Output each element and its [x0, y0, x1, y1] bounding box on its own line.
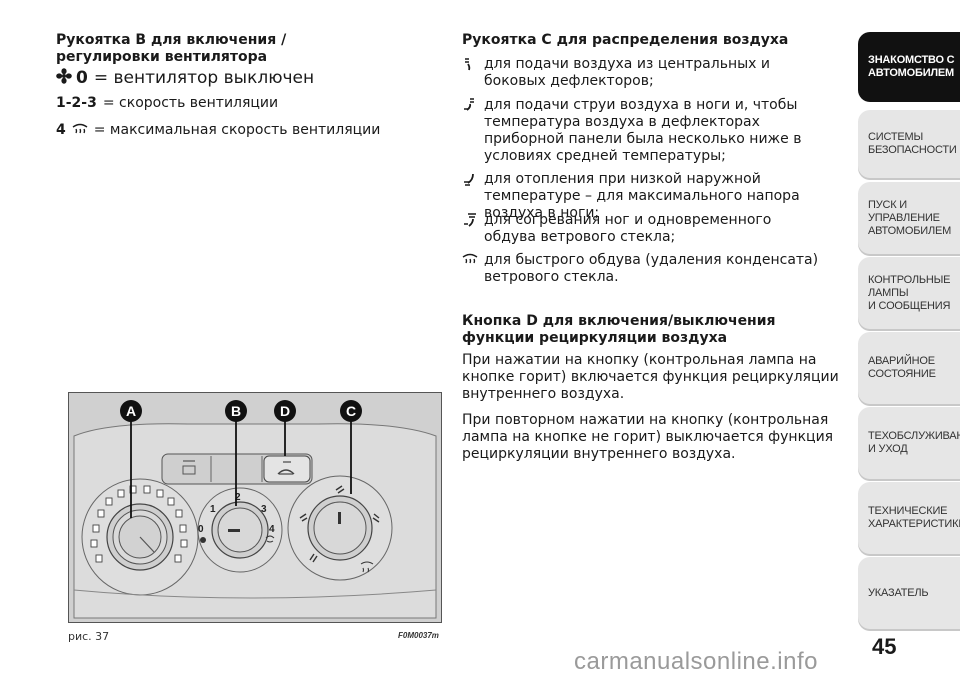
tab-introduction[interactable]: ЗНАКОМСТВО С АВТОМОБИЛЕМ [858, 32, 960, 102]
fan-speeds-text: = скорость вентиляции [102, 95, 279, 111]
list-item-text: для подачи воздуха из центральных и боко… [484, 56, 770, 89]
airflow-feet-icon [462, 171, 484, 191]
fan-off-line: 0 = вентилятор выключен [56, 68, 314, 88]
distribution-knob-heading: Рукоятка C для распределения воздуха [462, 32, 789, 48]
figure-caption: рис. 37 [68, 630, 110, 643]
fan-speeds-line: 1-2-3 = скорость вентиляции [56, 95, 278, 112]
tab-safety[interactable]: СИСТЕМЫ БЕЗОПАСНОСТИ [858, 110, 960, 178]
list-item-text: для согревания ног и одновременного обду… [484, 212, 772, 245]
climate-control-figure: 0 1 2 3 4 A B D [68, 392, 442, 623]
airflow-face-feet-icon [462, 97, 484, 117]
airflow-feet-windscreen-icon [462, 212, 484, 232]
recirculation-button-heading: Кнопка D для включения/выключения функци… [462, 313, 776, 346]
list-item: для отопления при низкой наружной темпер… [462, 171, 842, 222]
fan-speeds-value: 1-2-3 [56, 95, 97, 111]
list-item: для согревания ног и одновременного обду… [462, 212, 842, 246]
figure-callout-b: B [225, 400, 247, 422]
list-item: для подачи струи воздуха в ноги и, чтобы… [462, 97, 842, 165]
figure-code: F0M0037m [398, 631, 439, 640]
windscreen-defrost-icon [462, 252, 484, 271]
tab-emergency[interactable]: АВАРИЙНОЕ СОСТОЯНИЕ [858, 332, 960, 404]
fan-off-value: 0 [76, 68, 88, 88]
fan-tick-label: 4 [269, 524, 275, 535]
fan-knob-heading: Рукоятка B для включения / регулировки в… [56, 32, 287, 65]
figure-callout-c: C [340, 400, 362, 422]
fan-max-text: = максимальная скорость вентиляции [93, 122, 381, 138]
list-item-text: для отопления при низкой наружной темпер… [484, 171, 800, 221]
fan-tick-label: 3 [261, 504, 267, 515]
fan-off-icon [56, 68, 74, 88]
page-number: 45 [872, 634, 897, 659]
svg-text:C: C [346, 403, 356, 419]
fan-tick-label: 0 [198, 524, 204, 535]
list-item: для быстрого обдува (удаления конденсата… [462, 252, 842, 286]
list-item-text: для быстрого обдува (удаления конденсата… [484, 252, 819, 285]
fan-tick-label: 2 [235, 492, 241, 503]
svg-text:D: D [280, 403, 290, 419]
figure-callout-d: D [274, 400, 296, 422]
watermark-text: carmanualsonline.info [574, 648, 818, 675]
tab-technical-specs[interactable]: ТЕХНИЧЕСКИЕ ХАРАКТЕРИСТИКИ [858, 482, 960, 554]
fan-tick-label: 1 [210, 504, 216, 515]
list-item-text: для подачи струи воздуха в ноги и, чтобы… [484, 97, 802, 164]
windscreen-defrost-icon [72, 122, 90, 141]
svg-text:B: B [231, 403, 241, 419]
tab-maintenance[interactable]: ТЕХОБСЛУЖИВАНИЕ И УХОД [858, 407, 960, 479]
fan-off-text: = вентилятор выключен [93, 68, 315, 88]
fan-max-value: 4 [56, 122, 66, 138]
figure-callout-a: A [120, 400, 142, 422]
tab-starting-driving[interactable]: ПУСК И УПРАВЛЕНИЕ АВТОМОБИЛЕМ [858, 182, 960, 254]
list-item: для подачи воздуха из центральных и боко… [462, 56, 842, 90]
fan-max-line: 4 = максимальная скорость вентиляции [56, 122, 380, 141]
tab-warning-lights[interactable]: КОНТРОЛЬНЫЕ ЛАМПЫ И СООБЩЕНИЯ [858, 257, 960, 329]
recirculation-off-paragraph: При повторном нажатии на кнопку (контрол… [462, 412, 834, 462]
recirculation-on-paragraph: При нажатии на кнопку (контрольная лампа… [462, 352, 839, 402]
svg-text:A: A [126, 403, 136, 419]
airflow-face-icon [462, 56, 484, 76]
tab-index[interactable]: УКАЗАТЕЛЬ [858, 557, 960, 629]
